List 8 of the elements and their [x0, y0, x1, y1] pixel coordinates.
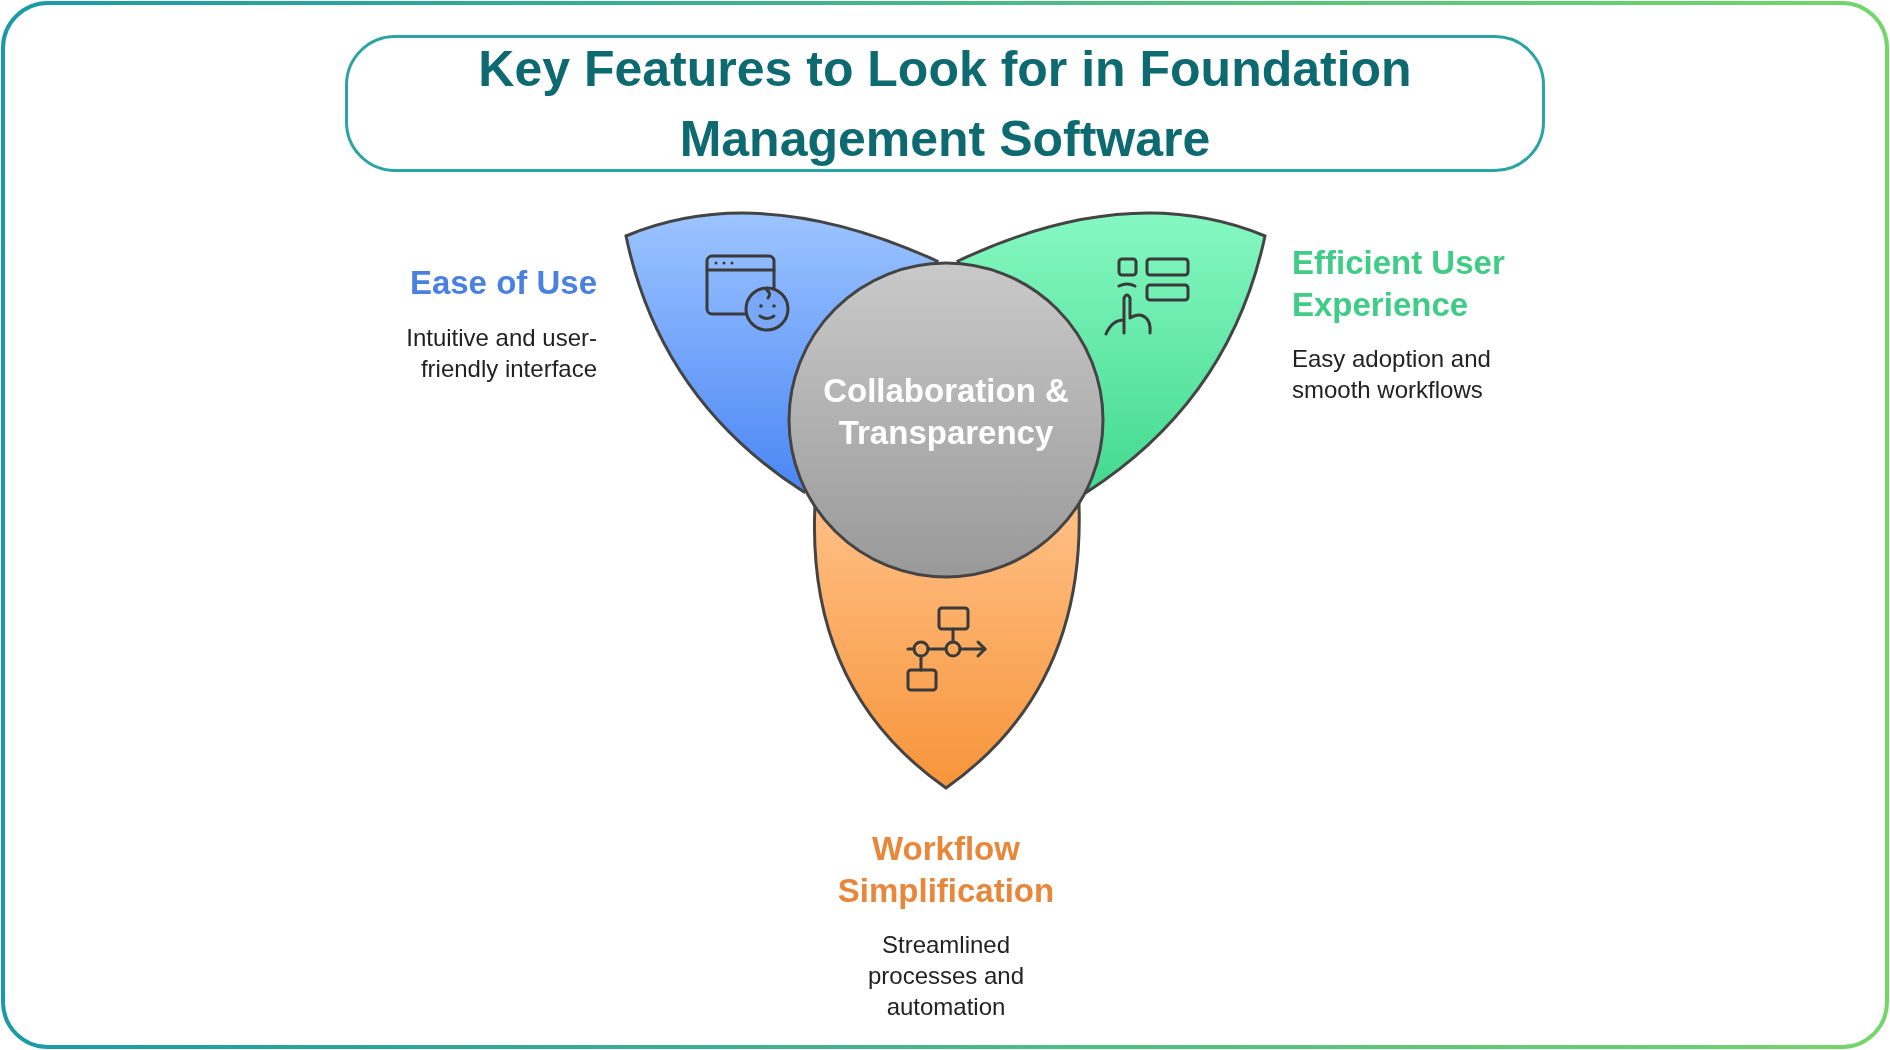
feature-heading: Ease of Use: [408, 263, 597, 303]
feature-heading: Efficient User Experience: [1292, 243, 1506, 325]
title: Key Features to Look for in Foundation Management Software: [477, 39, 1413, 169]
feature-heading: Workflow Simplification: [836, 829, 1056, 911]
feature-description: Easy adoption and smooth workflows: [1292, 344, 1492, 405]
center-label: Collaboration & Transparency: [822, 371, 1070, 453]
feature-description: Intuitive and user-friendly interface: [405, 323, 597, 384]
feature-description: Streamlined processes and automation: [866, 930, 1026, 1022]
